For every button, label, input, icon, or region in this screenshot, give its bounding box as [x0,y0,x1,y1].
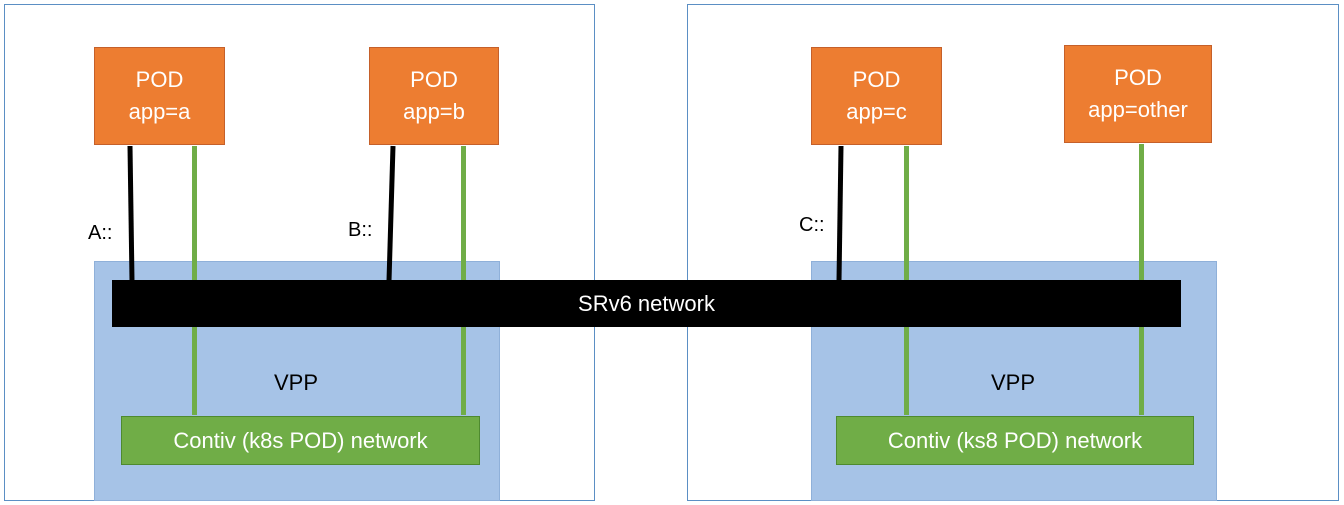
contiv-link-other [1139,144,1144,415]
pod-label: app=a [128,99,191,124]
address-label-a: A:: [88,222,113,244]
pod-title: POD [1114,65,1162,90]
pod-label: app=b [403,99,465,124]
pod-title: POD [852,67,901,92]
contiv-network-label-1: Contiv (k8s POD) network [173,427,428,453]
srv6-link-a [127,145,135,282]
pod-app-a: POD app=a [94,47,225,145]
srv6-link-c [836,145,844,282]
contiv-network-2: Contiv (ks8 POD) network [836,416,1194,465]
address-label-b: B:: [348,219,373,241]
address-label-c: C:: [799,214,825,236]
pod-title: POD [135,67,184,92]
srv6-link-b [386,145,396,282]
srv6-network-label: SRv6 network [578,290,715,316]
vpp-label-2: VPP [991,370,1036,395]
pod-app-other: POD app=other [1064,45,1212,143]
pod-app-c: POD app=c [811,47,942,145]
pod-app-b: POD app=b [369,47,499,145]
contiv-network-label-2: Contiv (ks8 POD) network [887,427,1143,453]
srv6-network-bar: SRv6 network [112,280,1181,327]
contiv-network-1: Contiv (k8s POD) network [121,416,480,465]
vpp-label-1: VPP [274,370,319,395]
pod-label: app=other [1088,97,1188,122]
pod-label: app=c [846,99,907,124]
pod-title: POD [410,67,458,92]
